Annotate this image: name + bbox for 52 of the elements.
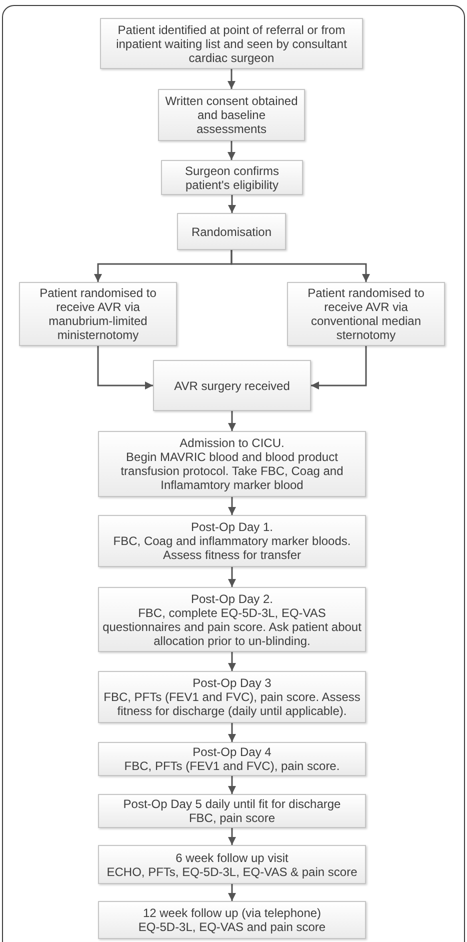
step-details: FBC, Coag and inflammatory marker bloods. Assess fitness for transfer <box>112 534 352 562</box>
process-box <box>98 794 366 828</box>
arrow <box>228 776 236 794</box>
arrow <box>228 723 236 742</box>
arrow <box>228 141 236 160</box>
process-box <box>98 587 366 652</box>
step-title: Post-Op Day 2. <box>190 592 274 606</box>
step-details: FBC, PFTs (FEV1 and FVC), pain score. Assess fitness for discharge (daily until applicable). <box>102 690 362 718</box>
step-details: FBC, complete EQ-5D-3L, EQ-VAS questionnaires and pain score. Ask patient about allocation prior to un-blinding. <box>102 606 362 648</box>
arrow <box>228 497 236 515</box>
step-title: Post-Op Day 4 <box>192 745 272 759</box>
process-box <box>153 360 311 411</box>
process-box <box>177 213 286 250</box>
step-text: Patient identified at point of referral or from inpatient waiting list and seen by consultant cardiac surgeon <box>115 22 348 64</box>
arrow <box>228 69 236 89</box>
process-box <box>98 431 366 497</box>
arrow <box>228 652 236 671</box>
step-text: Randomisation <box>191 224 272 238</box>
step-details: Begin MAVRIC blood and blood product transfusion protocol. Take FBC, Coag and Inflamamtory marker blood <box>120 450 344 492</box>
step-text: Patient randomised to receive AVR via manubrium-limited ministernotomy <box>38 286 158 342</box>
process-box <box>287 282 445 346</box>
arrow <box>230 250 370 282</box>
process-box <box>98 742 366 776</box>
arrow <box>228 828 236 845</box>
arrow <box>228 195 236 213</box>
process-box <box>98 845 366 884</box>
arrow <box>97 346 153 390</box>
step-title: Post-Op Day 5 daily until fit for discharge <box>123 797 341 811</box>
step-text: AVR surgery received <box>174 378 290 392</box>
step-title: Post-Op Day 1. <box>190 520 274 534</box>
step-details: FBC, PFTs (FEV1 and FVC), pain score. <box>124 759 340 773</box>
arrow <box>228 884 236 901</box>
step-text: Written consent obtained and baseline assessments <box>164 94 299 136</box>
step-title: 12 week follow up (via telephone) <box>142 906 322 920</box>
process-box <box>19 282 177 346</box>
process-box <box>161 160 303 195</box>
arrow <box>311 346 367 390</box>
step-details: EQ-5D-3L, EQ-VAS and pain score <box>138 920 326 934</box>
step-text: Patient randomised to receive AVR via conventional median sternotomy <box>306 286 426 342</box>
step-title: Post-Op Day 3 <box>192 676 272 690</box>
step-title: Admission to CICU. <box>180 436 284 450</box>
process-box <box>100 18 363 69</box>
step-title: 6 week follow up visit <box>176 850 288 864</box>
arrow <box>228 411 236 431</box>
process-box <box>98 671 366 723</box>
step-details: ECHO, PFTs, EQ-5D-3L, EQ-VAS & pain score <box>106 864 358 878</box>
process-box <box>158 89 305 141</box>
process-box <box>98 901 366 939</box>
arrow <box>228 567 236 587</box>
process-box <box>98 515 366 567</box>
step-details: FBC, pain score <box>188 811 276 825</box>
step-text: Surgeon confirms patient's eligibility <box>184 164 280 192</box>
